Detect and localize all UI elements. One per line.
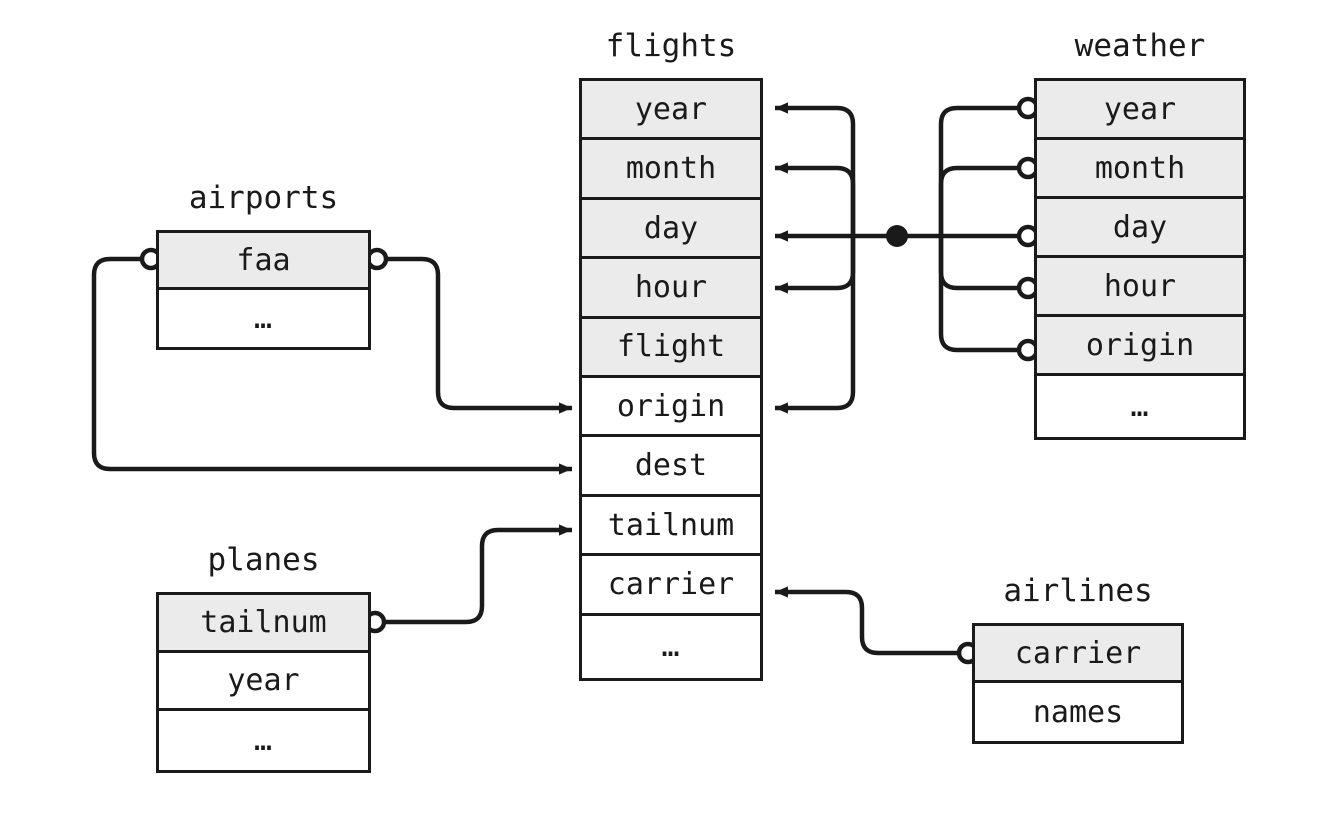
field-weather-year[interactable]: year — [1037, 81, 1243, 141]
field-planes-more: … — [159, 711, 368, 770]
connector-airlines-carrier-to-flights-carrier — [775, 586, 962, 656]
connector-airports-faa-to-flights-origin — [383, 256, 572, 414]
field-flights-more: … — [582, 615, 760, 678]
connector-weather-year-stub — [938, 105, 1022, 236]
field-flights-carrier[interactable]: carrier — [582, 556, 760, 616]
field-weather-month[interactable]: month — [1037, 140, 1243, 200]
field-label: origin — [616, 388, 726, 424]
table-planes-title: planes — [207, 542, 320, 578]
field-label: month — [625, 151, 717, 187]
field-label: carrier — [607, 566, 735, 602]
field-label: … — [661, 629, 681, 665]
field-label: … — [1130, 389, 1150, 425]
field-label: dest — [634, 448, 708, 484]
field-weather-day[interactable]: day — [1037, 199, 1243, 259]
compound-key-junction-dot — [886, 225, 908, 247]
field-airlines-names[interactable]: names — [975, 683, 1181, 741]
field-flights-dest[interactable]: dest — [582, 437, 760, 497]
field-label: year — [634, 91, 708, 127]
field-label: tailnum — [607, 507, 735, 543]
field-label: … — [253, 723, 274, 759]
field-flights-day[interactable]: day — [582, 199, 760, 260]
field-label: year — [1103, 91, 1177, 127]
field-flights-hour[interactable]: hour — [582, 259, 760, 319]
table-airports-title: airports — [188, 180, 339, 216]
table-flights-box: year month day hour flight origin dest t… — [579, 78, 763, 681]
field-label: year — [227, 663, 300, 699]
table-airports-box: faa … — [156, 230, 371, 350]
field-label: names — [1032, 694, 1124, 730]
field-flights-tailnum[interactable]: tailnum — [582, 496, 760, 557]
field-flights-flight[interactable]: flight — [582, 318, 760, 379]
field-weather-origin[interactable]: origin — [1037, 317, 1243, 377]
table-airlines-title: airlines — [1003, 573, 1153, 609]
connector-weather-month-stub — [938, 165, 1022, 236]
field-label: carrier — [1014, 635, 1142, 671]
field-label: flight — [616, 329, 726, 365]
field-planes-tailnum[interactable]: tailnum — [159, 595, 368, 654]
field-label: hour — [634, 269, 708, 305]
connector-planes-tailnum-to-flights-tailnum — [381, 524, 572, 625]
table-flights-title: flights — [605, 28, 737, 64]
field-weather-hour[interactable]: hour — [1037, 258, 1243, 318]
connector-weather-hour-stub — [938, 236, 1022, 291]
field-flights-origin[interactable]: origin — [582, 378, 760, 438]
connector-weather-flights-year — [775, 102, 856, 236]
field-label: faa — [236, 242, 291, 278]
field-airports-more: … — [159, 290, 368, 347]
field-flights-month[interactable]: month — [582, 140, 760, 200]
connector-weather-flights-hour — [775, 236, 856, 294]
field-label: … — [253, 301, 274, 337]
field-label: hour — [1103, 268, 1177, 304]
table-weather-title: weather — [1074, 28, 1206, 64]
field-planes-year[interactable]: year — [159, 653, 368, 712]
field-label: origin — [1085, 327, 1195, 363]
table-airlines-box: carrier names — [972, 623, 1184, 744]
field-weather-more: … — [1037, 376, 1243, 437]
field-label: month — [1094, 150, 1186, 186]
connector-weather-origin-stub — [938, 236, 1022, 353]
table-planes-box: tailnum year … — [156, 592, 371, 773]
field-label: tailnum — [200, 605, 327, 641]
connector-weather-flights-origin — [775, 236, 856, 414]
connector-weather-flights-month — [775, 162, 856, 236]
field-airports-faa[interactable]: faa — [159, 233, 368, 291]
field-flights-year[interactable]: year — [582, 81, 760, 141]
table-weather-box: year month day hour origin … — [1034, 78, 1246, 440]
field-label: day — [1112, 209, 1168, 245]
field-label: day — [643, 210, 699, 246]
field-airlines-carrier[interactable]: carrier — [975, 626, 1181, 684]
